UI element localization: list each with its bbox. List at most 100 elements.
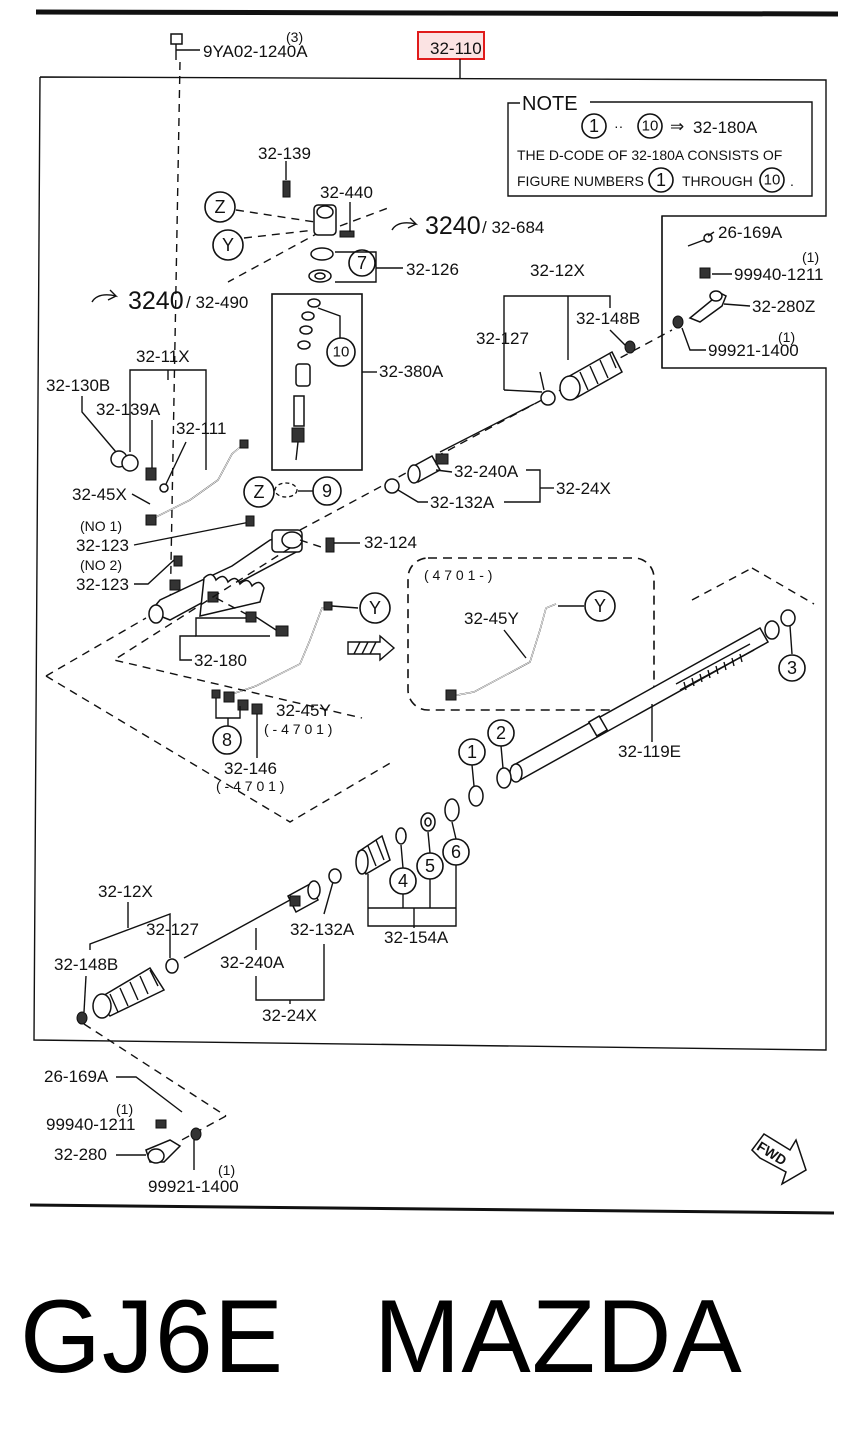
highlight-box[interactable] xyxy=(417,31,485,60)
top-rule xyxy=(35,9,839,17)
part-32-180-bolts xyxy=(245,611,289,637)
label-32-146: 32-146 xyxy=(224,759,277,778)
leader-32-123-b xyxy=(134,559,175,585)
part-inner-tie-rod-left xyxy=(183,868,342,959)
label-32-148b-l: 32-148B xyxy=(54,955,118,974)
part-32-111 xyxy=(159,483,169,493)
leader-26-169a-l xyxy=(116,1076,183,1113)
ref-3240-490[interactable]: 3240 / 32-490 xyxy=(91,287,248,315)
leader-32-123-a xyxy=(133,521,251,546)
svg-text:··: ·· xyxy=(614,118,623,134)
part-32-124 xyxy=(325,537,335,553)
dash-180 xyxy=(215,597,247,615)
circle-8-text: 8 xyxy=(222,730,232,750)
circle-y-box-text: Y xyxy=(594,596,606,616)
pipe-32-45y-box-inner xyxy=(451,603,557,697)
part-32-139 xyxy=(282,161,291,198)
leader-32-132a-r xyxy=(397,489,428,503)
circle-z-mid-text: Z xyxy=(254,482,265,502)
dash-tre-left-2 xyxy=(177,1115,227,1143)
circle-y-box xyxy=(584,590,616,622)
leader-32-45y-box xyxy=(503,629,527,659)
fwd-arrow-icon: FWD xyxy=(751,1133,807,1186)
box-32-380a xyxy=(271,293,363,471)
part-seal-9 xyxy=(274,482,298,498)
part-rack-32-119e xyxy=(509,609,796,783)
label-32-11x: 32-11X xyxy=(136,347,190,366)
label-26-169a-l: 26-169A xyxy=(44,1067,109,1086)
label-32-139a: 32-139A xyxy=(96,400,161,419)
leader-32-180 xyxy=(179,635,196,661)
label-99921-r: 99921-1400 xyxy=(708,341,799,360)
svg-text:THROUGH: THROUGH xyxy=(682,173,753,189)
label-32-124: 32-124 xyxy=(364,533,417,552)
svg-text:.: . xyxy=(790,173,794,189)
pipe-32-45y-box-end xyxy=(445,689,457,701)
label-32-139: 32-139 xyxy=(258,144,311,163)
label-99940-r-qty: (1) xyxy=(802,249,819,265)
label-32-24x-r: 32-24X xyxy=(556,479,611,498)
part-26-169a-right xyxy=(687,233,713,247)
part-inner-tie-rod-right xyxy=(407,403,535,484)
circle-3-text: 3 xyxy=(787,658,797,678)
pipe-32-45x-nut xyxy=(239,439,249,449)
label-32-12x-r: 32-12X xyxy=(530,261,585,280)
dash-y-to-housing xyxy=(243,229,316,239)
leader-1 xyxy=(471,764,475,787)
label-32-45y-box: 32-45Y xyxy=(464,609,519,628)
dash-rack-top xyxy=(691,567,753,601)
part-gear-housing xyxy=(148,515,303,624)
bracket-32-180 xyxy=(195,617,270,637)
leader-circle-10 xyxy=(317,307,341,338)
leader-32-148b-r xyxy=(609,329,627,347)
circle-6-text: 6 xyxy=(451,842,461,862)
part-seal-2 xyxy=(496,767,512,789)
leader-99921-r xyxy=(681,327,706,351)
part-32-132a-r xyxy=(384,478,400,494)
label-no1: (NO 1) xyxy=(80,518,122,534)
label-99940-l: 99940-1211 xyxy=(46,1115,136,1134)
circle-4-text: 4 xyxy=(398,871,408,891)
label-32-123-a: 32-123 xyxy=(76,536,129,555)
label-32-146-code: ( - 4 7 0 1 ) xyxy=(216,778,284,794)
part-8-fittings xyxy=(211,689,263,715)
dash-bolt-down xyxy=(169,61,181,621)
circle-z-mid xyxy=(243,476,275,508)
circle-10 xyxy=(326,337,356,367)
svg-text:FIGURE NUMBERS: FIGURE NUMBERS xyxy=(517,173,644,189)
svg-text:3240: 3240 xyxy=(425,212,481,240)
leader-32-111-b xyxy=(165,441,187,485)
ref-3240-684[interactable]: 3240 / 32-684 xyxy=(391,212,544,240)
label-32-380a: 32-380A xyxy=(379,362,444,381)
bracket-32-154a xyxy=(367,865,457,927)
svg-text:1: 1 xyxy=(589,116,599,136)
label-32-45y-code: ( - 4 7 0 1 ) xyxy=(264,721,332,737)
circle-z-top-text: Z xyxy=(215,197,226,217)
label-32-126: 32-126 xyxy=(406,260,459,279)
leader-32-240a-r xyxy=(435,469,453,473)
label-32-123-b: 32-123 xyxy=(76,575,129,594)
svg-text:1: 1 xyxy=(656,170,666,190)
label-32-130b: 32-130B xyxy=(46,376,110,395)
label-26-169a-r: 26-169A xyxy=(718,223,783,242)
part-seal-1 xyxy=(468,785,484,807)
part-boot-left xyxy=(76,958,179,1025)
box-4701 xyxy=(407,557,655,711)
highlighted-part-number: 32-110 xyxy=(430,39,482,58)
pipe-32-45y-nut xyxy=(323,601,333,611)
svg-text:10: 10 xyxy=(642,118,659,135)
dash-housing-1 xyxy=(299,539,331,551)
svg-text:THE D-CODE OF 32-180A CONSIST: THE D-CODE OF 32-180A CONSISTS OF xyxy=(517,147,782,163)
bolt-9ya02 xyxy=(170,33,200,60)
label-32-45y: 32-45Y xyxy=(276,701,331,720)
dash-region-left xyxy=(112,547,363,719)
leader-6 xyxy=(451,821,457,840)
dash-z-to-housing xyxy=(235,209,316,223)
bracket-32-12x-l xyxy=(89,912,171,958)
circle-2-text: 2 xyxy=(496,723,506,743)
part-99940-r xyxy=(699,267,711,279)
circle-9-text: 9 xyxy=(322,481,332,501)
bracket-32-12x-r xyxy=(503,295,611,390)
circle-9 xyxy=(312,476,342,506)
